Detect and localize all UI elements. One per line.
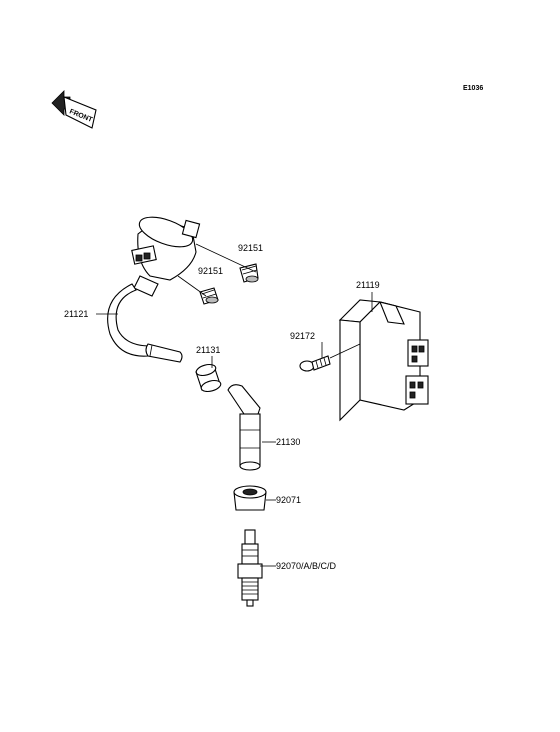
cdi-unit xyxy=(338,299,429,422)
label-21131: 21131 xyxy=(196,345,220,355)
bolt-92151-upper xyxy=(239,263,259,283)
ignition-coil xyxy=(107,216,201,363)
front-marker: FRONT xyxy=(51,90,97,129)
bolt-92151-lower xyxy=(199,287,219,305)
label-21121: 21121 xyxy=(64,309,88,319)
label-21119: 21119 xyxy=(356,280,380,290)
label-92151-upper: 92151 xyxy=(238,243,263,253)
label-92172: 92172 xyxy=(290,331,315,341)
label-21130: 21130 xyxy=(276,437,300,447)
spark-plug xyxy=(237,529,263,607)
label-92071: 92071 xyxy=(276,495,301,505)
plug-boot xyxy=(233,485,267,511)
plug-cap xyxy=(227,384,261,471)
label-92070: 92070/A/B/C/D xyxy=(276,561,337,571)
label-92151-lower: 92151 xyxy=(198,266,223,276)
diagram-code: E1036 xyxy=(463,85,483,92)
leader-lines xyxy=(96,243,373,567)
cdi-bolt xyxy=(299,355,331,372)
cap-seal xyxy=(195,363,222,393)
